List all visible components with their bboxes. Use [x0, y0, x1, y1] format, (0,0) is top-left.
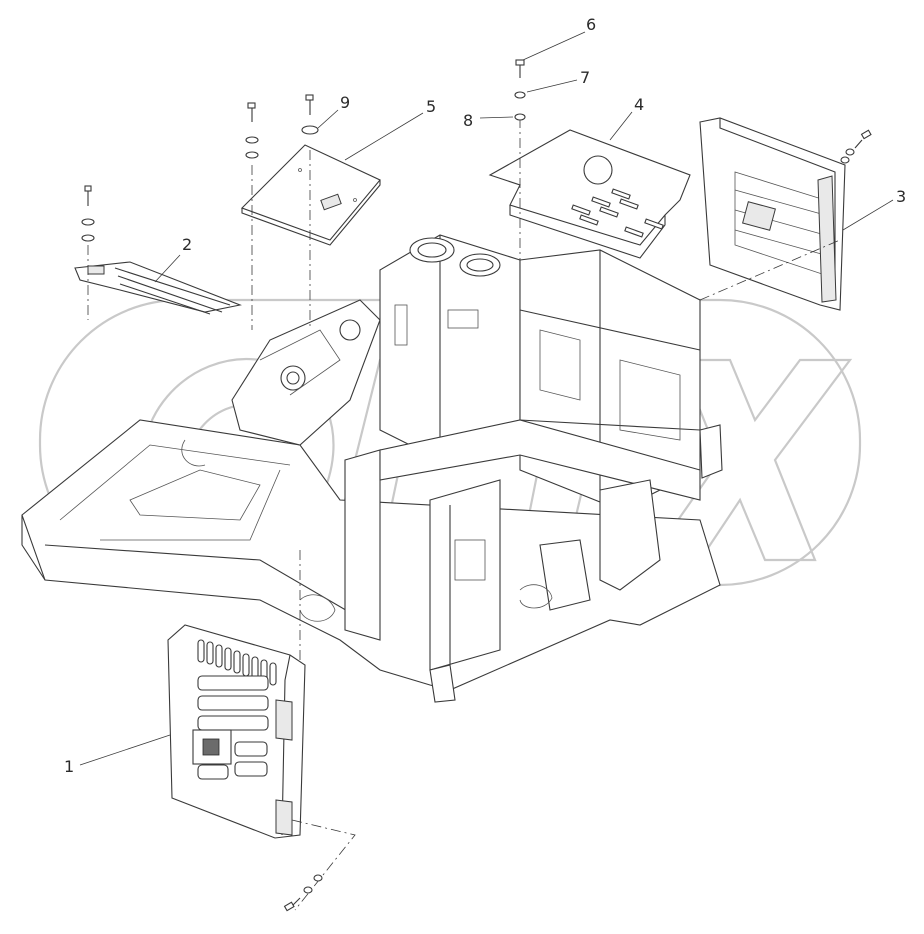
bolt-stack-part-1	[283, 874, 323, 912]
front-upright-mid	[429, 479, 501, 671]
boom-mount-left	[231, 299, 381, 446]
fasteners	[81, 59, 872, 912]
front-nose	[429, 664, 456, 703]
callout-7: 7	[580, 68, 590, 87]
side-tab-right	[699, 424, 723, 479]
callout-6: 6	[586, 15, 596, 34]
callouts: 1 2 3 4 5 6 7 8 9	[64, 15, 906, 776]
bolt-stack-part-5-b	[301, 94, 319, 135]
cross-beam	[379, 419, 701, 501]
callout-4: 4	[634, 95, 644, 114]
part-1-grille	[197, 639, 277, 686]
callout-5: 5	[426, 97, 436, 116]
part-4-plate	[488, 118, 691, 270]
bolt-stack-part-3	[840, 129, 872, 164]
callout-3: 3	[896, 187, 906, 206]
callout-9: 9	[340, 93, 350, 112]
callout-2: 2	[182, 235, 192, 254]
bolt-stack-part-4	[514, 59, 526, 121]
part-1-panel	[167, 550, 356, 911]
part-5-plate	[241, 144, 381, 330]
bolt-stack-part-5-a	[245, 102, 259, 159]
part-2-rail	[74, 245, 242, 320]
callout-8: 8	[463, 111, 473, 130]
bolt-stack-part-2	[81, 185, 95, 242]
leader-lines	[79, 31, 894, 766]
rear-bracket	[599, 479, 661, 591]
front-upright-left	[344, 449, 381, 641]
part-3-panel	[699, 117, 846, 311]
part-4-slots	[571, 188, 664, 238]
main-frame	[21, 234, 723, 703]
callout-1: 1	[64, 757, 74, 776]
